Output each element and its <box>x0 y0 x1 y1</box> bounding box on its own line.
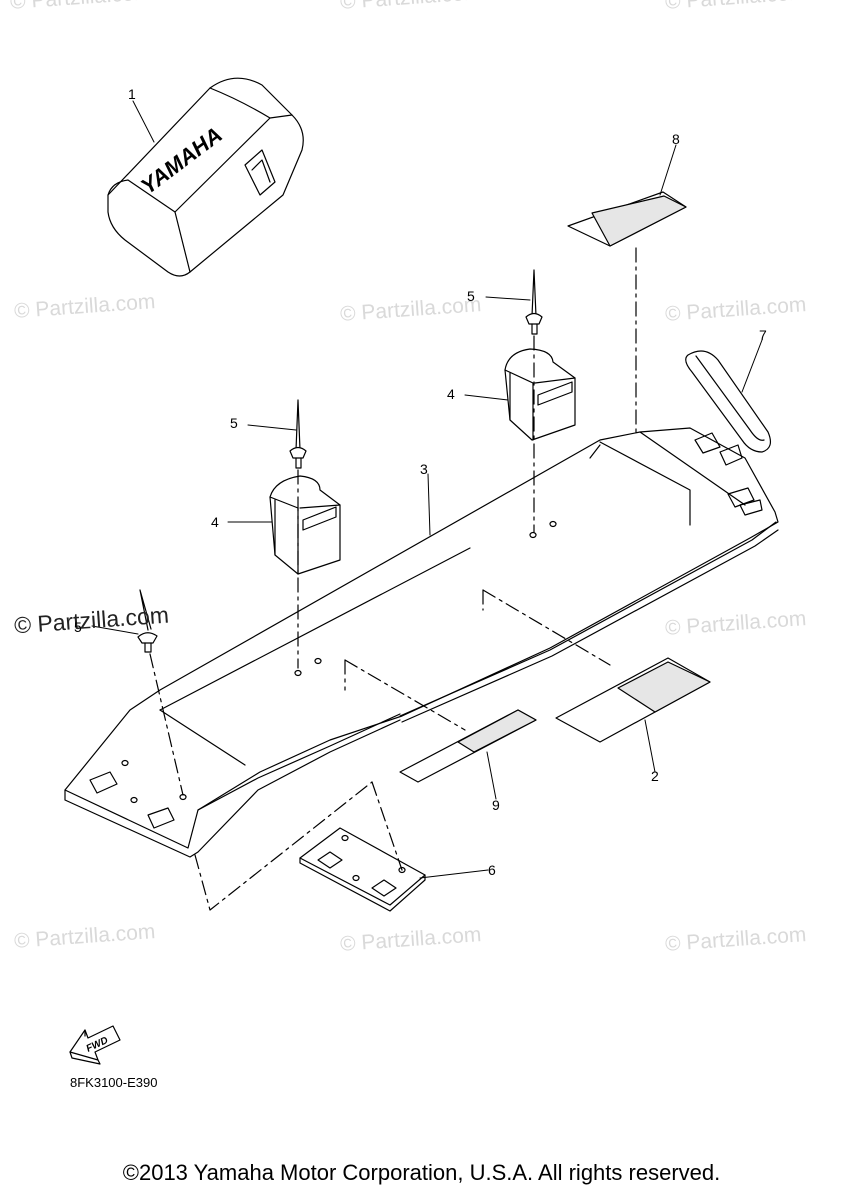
callout-1: 1 <box>128 86 136 102</box>
callout-7: 7 <box>759 327 767 343</box>
fwd-arrow: FWD <box>69 1025 121 1065</box>
plate-part-6 <box>194 781 426 912</box>
label-part-9 <box>344 659 537 783</box>
copyright: ©2013 Yamaha Motor Corporation, U.S.A. A… <box>122 1160 721 1185</box>
label-part-8 <box>567 191 687 436</box>
label-part-2 <box>482 589 711 743</box>
callout-5: 5 <box>467 288 475 304</box>
callout-4: 4 <box>211 514 219 530</box>
callout-9: 9 <box>492 797 500 813</box>
cover-part-1: YAMAHA <box>107 77 304 277</box>
callout-3: 3 <box>420 461 428 477</box>
callout-4: 4 <box>447 386 455 402</box>
callout-2: 2 <box>651 768 659 784</box>
leader-lines <box>91 100 763 879</box>
rivet-part-5 <box>137 589 184 796</box>
tray-part-3 <box>64 427 779 858</box>
callout-5: 5 <box>230 415 238 431</box>
strap-part-7 <box>685 350 772 453</box>
bracket-part-4 <box>504 348 576 441</box>
diagram-code: 8FK3100-E390 <box>70 1075 158 1090</box>
rivet-part-5 <box>525 269 543 533</box>
bracket-part-4 <box>269 475 341 575</box>
rivet-part-5 <box>289 399 307 669</box>
callout-5: 5 <box>74 619 82 635</box>
callout-8: 8 <box>672 131 680 147</box>
callout-6: 6 <box>488 862 496 878</box>
